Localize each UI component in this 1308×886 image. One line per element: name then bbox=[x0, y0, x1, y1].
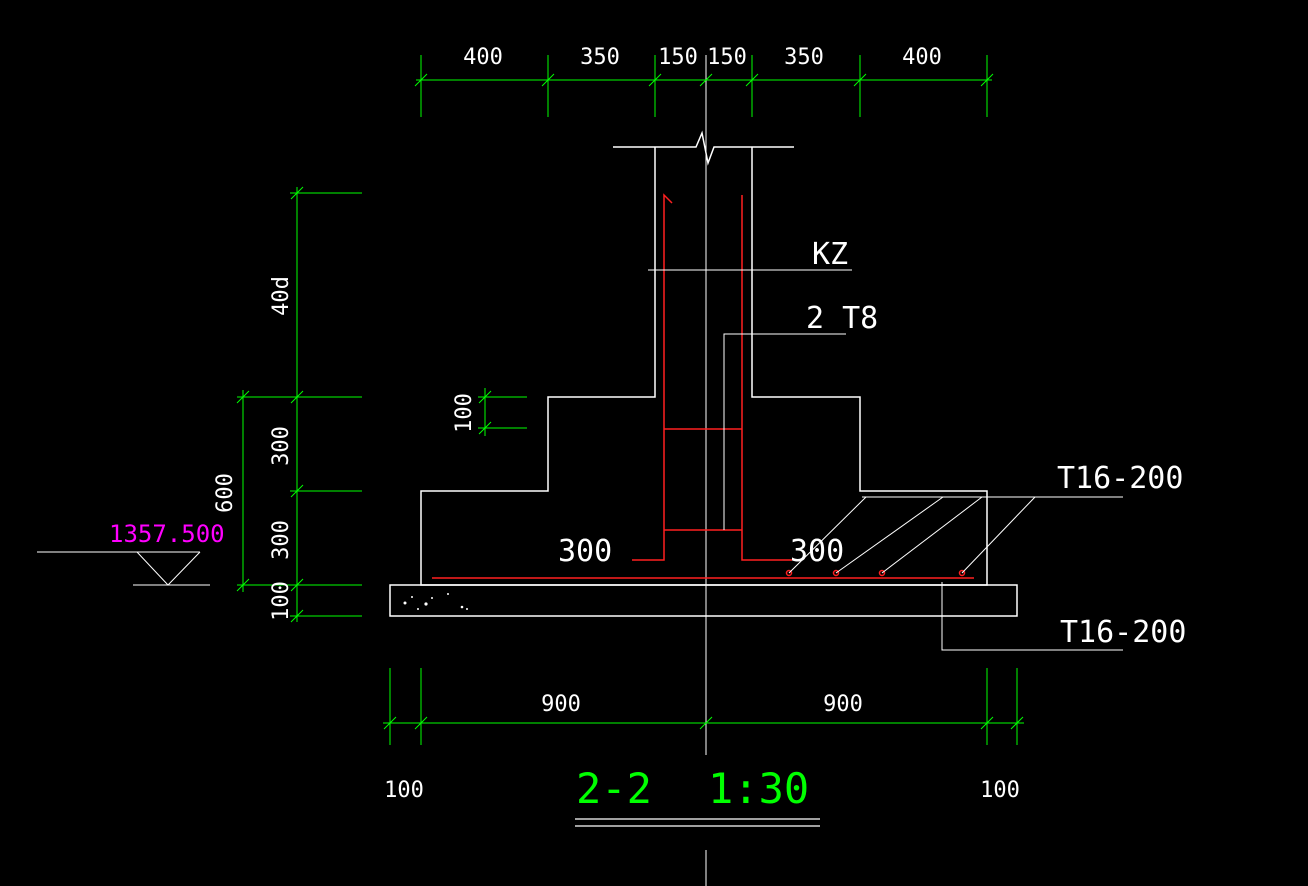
title-underline bbox=[575, 818, 820, 827]
dimension-lines bbox=[236, 55, 1024, 745]
dim-300-lower: 300 bbox=[269, 520, 294, 560]
section-title: 2-2 1:30 bbox=[576, 764, 809, 813]
section-scale: 1:30 bbox=[708, 764, 809, 813]
top-dimension-texts: 400 350 150 150 350 400 bbox=[463, 45, 942, 70]
footing-outline bbox=[389, 130, 1018, 617]
bottom-dimension-texts: 900 900 100 100 bbox=[384, 692, 1020, 803]
dim-top-1: 400 bbox=[463, 45, 503, 70]
label-column-kz: KZ bbox=[812, 237, 848, 272]
left-dimension-texts: 40d 300 300 100 600 100 bbox=[213, 276, 477, 621]
label-stirrup: 2 T8 bbox=[806, 301, 878, 336]
dim-edge-right: 100 bbox=[980, 778, 1020, 803]
annotation-labels: KZ 2 T8 T16-200 T16-200 300 300 1357.500 bbox=[109, 237, 1186, 650]
dim-top-4: 150 bbox=[707, 45, 747, 70]
dim-top-3: 150 bbox=[658, 45, 698, 70]
blinding-hatch bbox=[403, 593, 468, 610]
label-hook-right: 300 bbox=[790, 534, 844, 569]
dim-step-100: 100 bbox=[452, 393, 477, 433]
dim-bottom-right: 900 bbox=[823, 692, 863, 717]
section-id: 2-2 bbox=[576, 764, 652, 813]
dim-top-6: 400 bbox=[902, 45, 942, 70]
label-elevation: 1357.500 bbox=[109, 520, 225, 548]
dim-edge-left: 100 bbox=[384, 778, 424, 803]
dim-top-5: 350 bbox=[784, 45, 824, 70]
dim-300-upper: 300 bbox=[269, 426, 294, 466]
dim-100-blinding: 100 bbox=[269, 581, 294, 621]
leader-lines bbox=[648, 269, 1123, 651]
label-rebar-bottom: T16-200 bbox=[1060, 615, 1186, 650]
dim-bottom-left: 900 bbox=[541, 692, 581, 717]
elevation-marker bbox=[37, 551, 210, 586]
dim-600: 600 bbox=[213, 473, 238, 513]
dim-top-2: 350 bbox=[580, 45, 620, 70]
dim-40d: 40d bbox=[269, 276, 294, 316]
rebar bbox=[432, 193, 974, 579]
label-rebar-top: T16-200 bbox=[1057, 461, 1183, 496]
label-hook-left: 300 bbox=[558, 534, 612, 569]
